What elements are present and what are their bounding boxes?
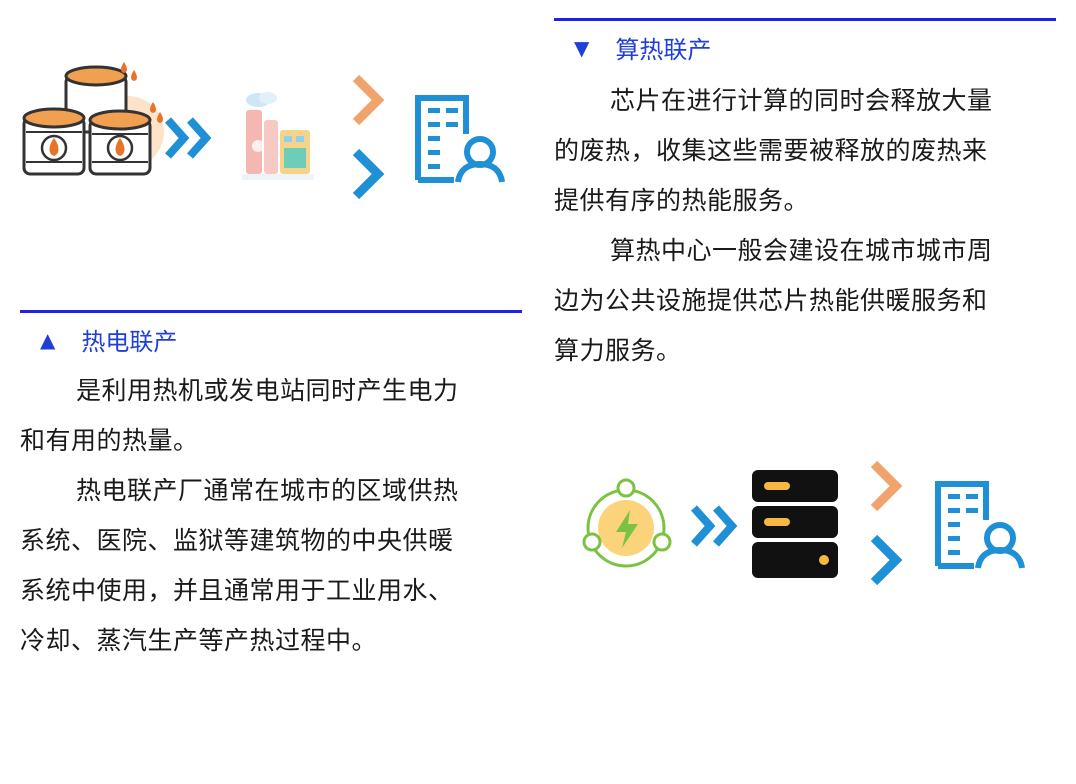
building-user-icon (935, 481, 1025, 569)
chevron-orange-icon (870, 460, 903, 512)
double-chevron-icon (165, 117, 212, 159)
chevron-orange-icon (352, 74, 385, 126)
triangle-up-icon: ▲ (40, 327, 56, 352)
right-section-divider (554, 18, 1056, 21)
fuel-barrels-icon (22, 62, 164, 176)
left-heading-text: 热电联产 (81, 328, 178, 356)
right-paragraph-1: 芯片在进行计算的同时会释放大量 的废热，收集这些需要被释放的废热来 提供有序的热… (554, 86, 993, 215)
power-plant-icon (242, 92, 314, 180)
right-section-heading: ▼ 算热联产 (574, 30, 711, 65)
left-paragraph-2: 热电联产厂通常在城市的区域供热 系统、医院、监狱等建筑物的中央供暖 系统中使用，… (20, 476, 459, 655)
right-paragraph-2: 算热中心一般会建设在城市城市周 边为公共设施提供芯片热能供暖服务和 算力服务。 (554, 236, 993, 365)
left-section-divider (20, 310, 522, 313)
left-section-heading: ▲ 热电联产 (40, 322, 177, 357)
building-user-icon (415, 95, 505, 183)
energy-cycle-icon (582, 478, 672, 568)
chevron-blue-icon (870, 534, 903, 586)
server-icon (752, 470, 838, 578)
right-heading-text: 算热联产 (615, 36, 712, 64)
double-chevron-icon (691, 505, 738, 547)
chevron-blue-icon (352, 148, 385, 200)
triangle-down-icon: ▼ (574, 35, 590, 60)
left-paragraph-1: 是利用热机或发电站同时产生电力 和有用的热量。 (20, 376, 459, 455)
